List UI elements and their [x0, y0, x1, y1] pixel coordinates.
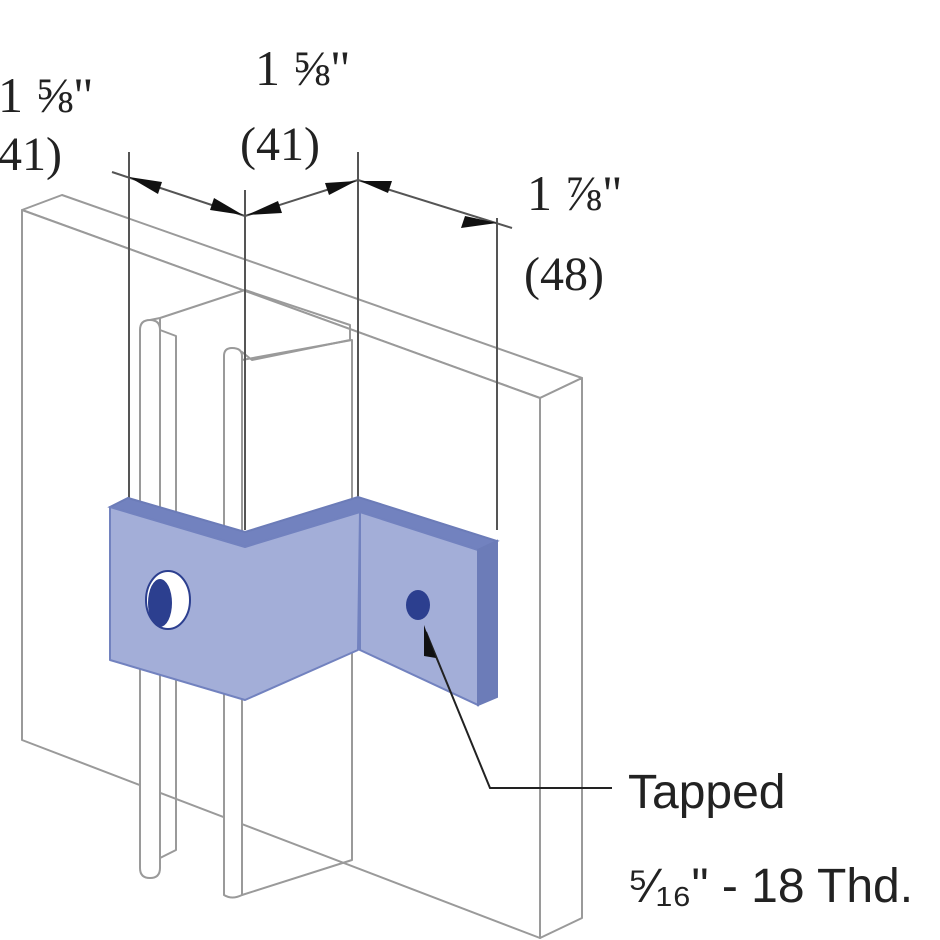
arrow-left-inner [210, 198, 243, 215]
extension-lines [128, 152, 498, 530]
callout-thread-label: ⁵⁄₁₆" - 18 Thd. [628, 860, 913, 913]
bracket-right-edge [477, 539, 498, 707]
callout-leader [424, 625, 612, 789]
callout-tapped-label: Tapped [628, 766, 785, 819]
dim-center-imperial: 1 ⅝" [255, 40, 350, 96]
dim-left-imperial: 1 ⅝" [0, 67, 93, 123]
bolt-hole-inner [148, 579, 172, 627]
arrow-left-outer [129, 177, 162, 194]
dim-right-metric: (48) [524, 248, 604, 301]
arrow-center-right [325, 181, 356, 195]
dimension-lines [111, 171, 513, 229]
z-bracket [107, 495, 500, 707]
bracket-left-face [109, 506, 361, 701]
tapped-hole [406, 590, 430, 620]
dim-right-imperial: 1 ⅞" [527, 165, 622, 221]
dim-center-metric: (41) [240, 118, 320, 171]
arrow-right-outer [461, 216, 497, 228]
dim-left-metric: (41) [0, 128, 62, 181]
arrow-center-left [247, 201, 282, 215]
leader-arrowhead [424, 625, 436, 658]
arrow-right-left [360, 181, 392, 193]
